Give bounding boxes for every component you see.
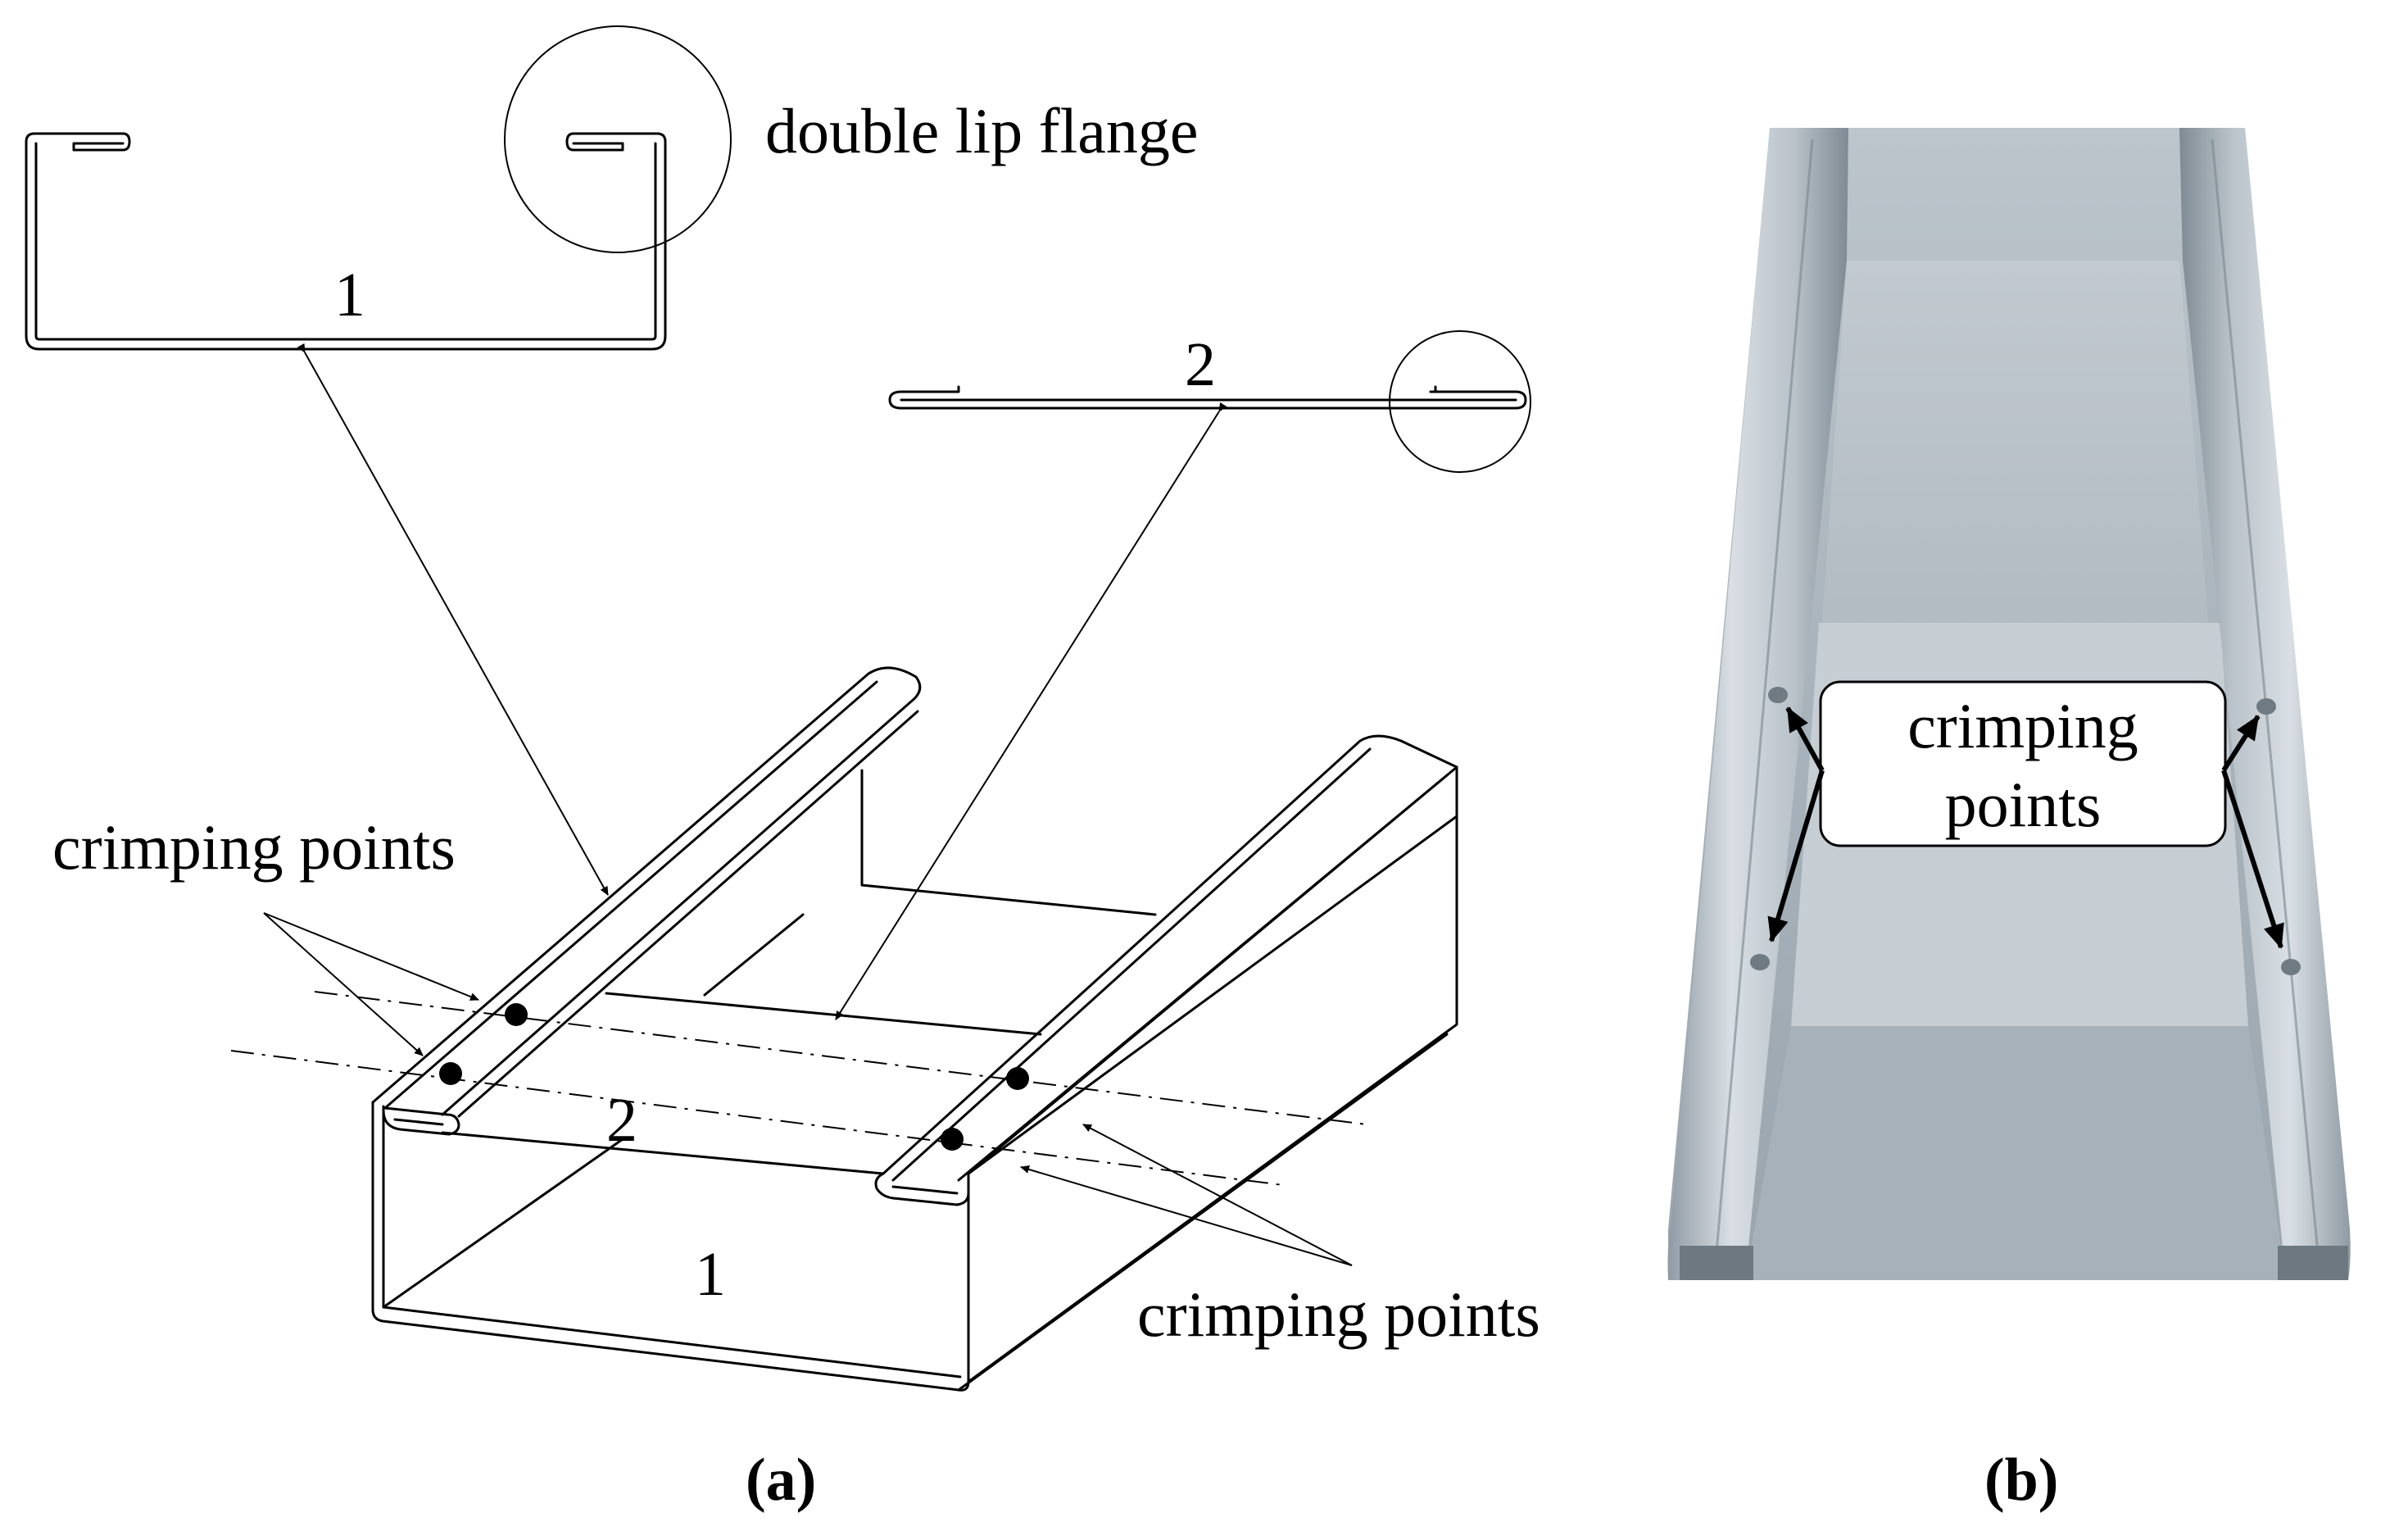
- crimp-mark: [1750, 954, 1770, 970]
- inner-plate-top: [1819, 261, 2212, 672]
- assembly-number-2: 2: [606, 1086, 637, 1155]
- crimping-point: [505, 1003, 528, 1026]
- profile-1-leader-arrow: [297, 343, 609, 896]
- crimping-points-label-left: crimping points: [52, 811, 456, 883]
- left-rail-lip: [1680, 1246, 1753, 1280]
- crimp-mark: [2281, 959, 2301, 975]
- panel-a: double lip flange 1 2: [25, 25, 1540, 1514]
- panel-a-caption: (a): [746, 1447, 816, 1514]
- double-lip-detail-circle: [504, 25, 732, 253]
- callout-line-2: points: [1945, 769, 2102, 840]
- callout-arrow: [2221, 715, 2261, 772]
- crimping-point: [439, 1062, 462, 1085]
- callout-arrow: [1767, 770, 1825, 942]
- callout-arrow: [2221, 770, 2284, 949]
- double-lip-flange-label: double lip flange: [765, 95, 1199, 166]
- crimp-mark: [1768, 687, 1788, 703]
- crimping-arrow-left: [263, 912, 479, 1001]
- profile-2-section: [888, 385, 1527, 410]
- profile-1-number: 1: [334, 261, 365, 329]
- inner-plate-bottom: [1745, 1026, 2286, 1280]
- profile-2-number: 2: [1185, 330, 1216, 399]
- crimping-arrow-right: [1020, 1165, 1353, 1266]
- crimp-mark: [2256, 698, 2276, 715]
- profile-2-detail-circle: [1389, 330, 1531, 473]
- panel-b-caption: (b): [1984, 1447, 2058, 1514]
- crimping-arrow-left: [263, 912, 424, 1056]
- assembly-isometric: [371, 666, 1458, 1392]
- panel-b-photo: crimping points (b): [1667, 128, 2351, 1514]
- profile-2-leader-arrow: [835, 402, 1227, 1020]
- crimping-line-lower: [230, 1050, 1284, 1186]
- crimping-arrow-right: [1082, 1124, 1353, 1266]
- right-rail-lip: [2278, 1246, 2348, 1280]
- crimping-points-label-right: crimping points: [1137, 1278, 1540, 1350]
- crimping-point: [941, 1128, 964, 1151]
- assembly-number-1: 1: [695, 1240, 726, 1309]
- callout-line-1: crimping: [1907, 690, 2138, 761]
- left-rail: [1667, 128, 1848, 1280]
- crimping-point: [1006, 1067, 1029, 1090]
- callout-arrow: [1785, 706, 1825, 772]
- crimping-line-upper: [314, 991, 1367, 1125]
